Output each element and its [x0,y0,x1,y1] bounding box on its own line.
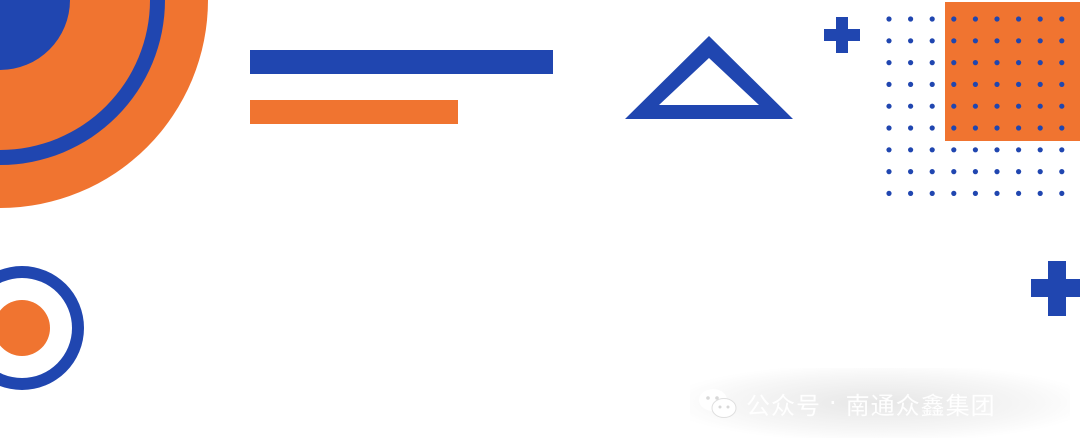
grid-dot [1016,16,1022,22]
grid-dot [994,147,1000,153]
grid-dot [994,169,1000,175]
grid-dot [886,190,892,196]
grid-dot [1037,147,1043,153]
watermark-account: 南通众鑫集团 [845,391,996,420]
grid-dot [972,190,979,196]
grid-dot [929,169,935,175]
wechat-icon [699,389,737,418]
watermark-separator: · [829,389,838,417]
grid-dot [1037,190,1043,196]
grid-dot [972,38,979,44]
grid-dot [908,60,914,66]
grid-dot [886,38,892,44]
grid-dot [972,169,979,175]
concentric-arcs [0,0,208,208]
grid-dot [1037,103,1043,109]
grid-dot [1059,60,1065,66]
grid-dot [908,81,914,87]
grid-dot [1059,169,1065,175]
small-plus-icon [824,17,860,53]
grid-dot [886,103,892,109]
grid-dot [951,81,957,87]
grid-dot [994,16,1000,22]
grid-dot [1016,190,1022,196]
grid-dot [1016,38,1022,44]
grid-dot [951,169,957,175]
grid-dot [886,147,892,153]
grid-dot [994,38,1000,44]
grid-dot [1016,60,1022,66]
grid-dot [1059,16,1065,22]
grid-dot [972,81,979,87]
grid-dot [994,190,1000,196]
grid-dot [886,169,892,175]
grid-dot [951,103,957,109]
orange-square [945,2,1080,141]
grid-dot [908,16,914,22]
grid-dot [1037,81,1043,87]
grid-dot [929,38,935,44]
grid-dot [972,103,979,109]
grid-dot [1037,169,1043,175]
grid-dot [951,190,957,196]
grid-dot [1016,147,1022,153]
grid-dot [1016,125,1022,131]
large-plus-icon [1031,261,1080,316]
grid-dot [951,125,957,131]
wechat-watermark: 公众号 · 南通众鑫集团 [690,368,1070,438]
grid-dot [886,60,892,66]
grid-dot [994,125,1000,131]
grid-dot [994,60,1000,66]
grid-dot [994,103,1000,109]
orange-bar [250,100,458,124]
grid-dot [886,16,892,22]
grid-dot [972,60,979,66]
grid-dot [908,190,914,196]
grid-dot [972,125,979,131]
grid-dot [1059,147,1065,153]
grid-dot [972,16,979,22]
grid-dot [929,60,935,66]
grid-dot [951,38,957,44]
grid-dot [929,147,935,153]
grid-dot [908,103,914,109]
grid-dot [972,147,979,153]
grid-dot [908,147,914,153]
grid-dot [1037,60,1043,66]
grid-dot [908,169,914,175]
triangle-outline [625,36,793,119]
target-ring [0,266,84,390]
grid-dot [951,60,957,66]
grid-dot [886,125,892,131]
grid-dot [929,190,935,196]
grid-dot [929,125,935,131]
grid-dot [908,38,914,44]
blue-bar [250,50,553,74]
grid-dot [994,81,1000,87]
grid-dot [951,16,957,22]
grid-dot [1016,81,1022,87]
grid-dot [1037,38,1043,44]
grid-dot [1059,190,1065,196]
grid-dot [886,81,892,87]
grid-dot [908,125,914,131]
watermark-prefix: 公众号 [746,391,821,420]
grid-dot [951,147,957,153]
grid-dot [1016,169,1022,175]
grid-dot [929,81,935,87]
grid-dot [1059,81,1065,87]
dot-grid [886,16,1065,196]
grid-dot [1059,125,1065,131]
grid-dot [1016,103,1022,109]
grid-dot [929,103,935,109]
grid-dot [1037,125,1043,131]
grid-dot [1059,103,1065,109]
grid-dot [1037,16,1043,22]
grid-dot [1059,38,1065,44]
grid-dot [929,16,935,22]
